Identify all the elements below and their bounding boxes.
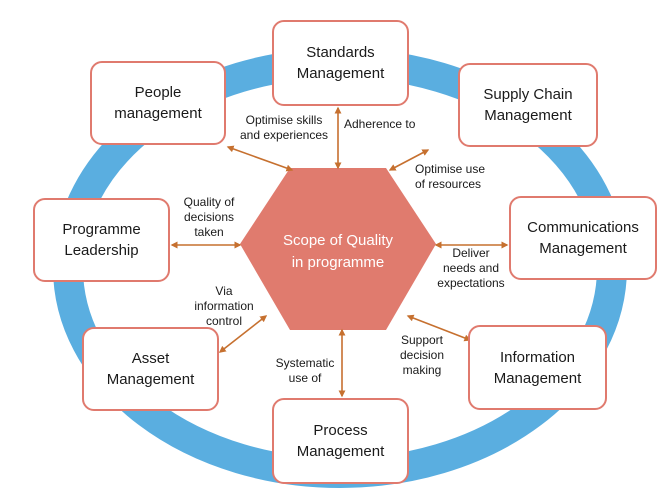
node-asset-management[interactable]: Asset Management <box>82 327 219 411</box>
label-deliver-needs: Deliver needs and expectations <box>437 246 505 290</box>
node-communications-management[interactable]: Communications Management <box>509 196 657 280</box>
label-systematic-use: Systematic use of <box>275 356 335 385</box>
node-information-management[interactable]: Information Management <box>468 325 607 410</box>
arrow-people <box>226 145 294 172</box>
node-standards-management[interactable]: Standards Management <box>272 20 409 106</box>
label-quality-decisions: Quality of decisions taken <box>183 195 235 239</box>
label-support-decision: Support decision making <box>399 333 445 377</box>
arrow-asset <box>218 315 268 353</box>
center-hexagon <box>240 168 436 330</box>
node-programme-leadership[interactable]: Programme Leadership <box>33 198 170 282</box>
arrow-information <box>406 314 472 342</box>
center-label: Scope of Quality in programme <box>282 232 394 271</box>
label-via-information: Via information control <box>194 284 254 328</box>
node-people-management[interactable]: People management <box>90 61 226 145</box>
node-supply-chain-management[interactable]: Supply Chain Management <box>458 63 598 147</box>
node-process-management[interactable]: Process Management <box>272 398 409 484</box>
label-optimise-skills: Optimise skills and experiences <box>239 113 329 142</box>
label-adherence: Adherence to <box>344 117 416 131</box>
label-optimise-resources: Optimise use of resources <box>415 162 486 191</box>
arrow-supply-chain <box>388 149 430 171</box>
